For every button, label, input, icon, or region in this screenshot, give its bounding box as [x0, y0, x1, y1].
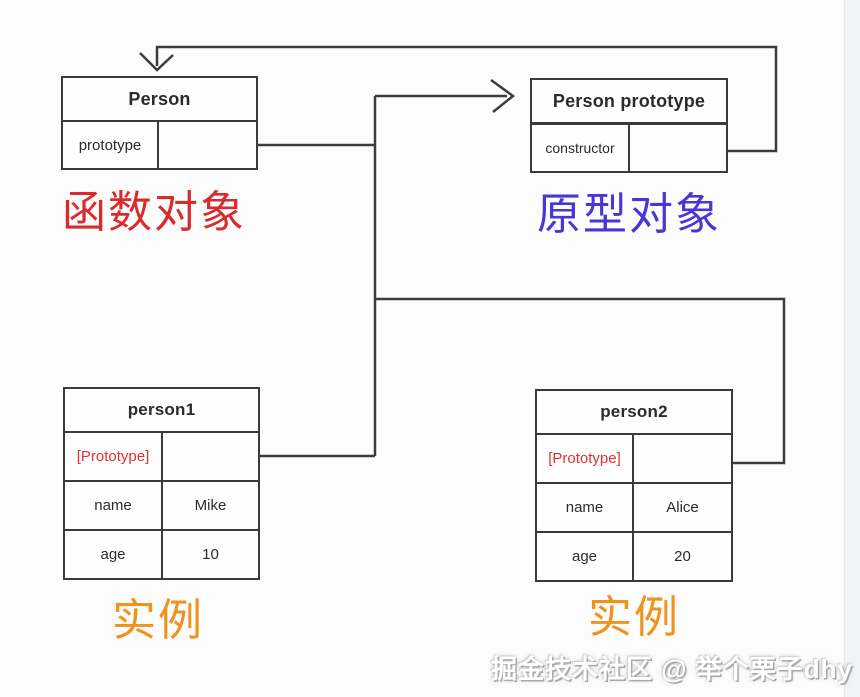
function-prototype-value-cell: [159, 122, 256, 168]
constructor-arrowhead-down-icon: [139, 52, 174, 72]
person2-name-key-cell: name: [537, 484, 634, 531]
constructor-value-cell: [630, 125, 726, 171]
person2-prototype-row: [Prototype]: [537, 435, 731, 484]
constructor-row: constructor: [532, 125, 726, 171]
person1-name-key-cell: name: [65, 482, 163, 529]
person1-name-row: name Mike: [65, 482, 258, 531]
person1-title: person1: [65, 389, 258, 433]
constructor-key-cell: constructor: [532, 125, 630, 171]
person1-age-value-cell: 10: [202, 546, 219, 563]
person2-title: person2: [537, 391, 731, 435]
watermark-text: 掘金技术社区 @ 举个栗子dhy: [490, 654, 853, 684]
function-prototype-key-cell: prototype: [63, 122, 159, 168]
person1-prototype-row: [Prototype]: [65, 433, 258, 482]
function-object-box: Person prototype: [61, 76, 258, 170]
person2-name-value-cell: Alice: [666, 499, 699, 516]
person1-name-value-cell: Mike: [194, 497, 227, 514]
person2-name-row: name Alice: [537, 484, 731, 533]
person2-age-value-cell: 20: [674, 548, 691, 565]
function-object-title: Person: [63, 78, 256, 122]
right-edge-strip: [844, 0, 860, 697]
prototype-object-box: Person prototype constructor: [530, 78, 728, 173]
person1-age-key-cell: age: [65, 531, 163, 578]
function-prototype-row: prototype: [63, 122, 256, 168]
prototype-arrowhead-right-icon: [490, 78, 516, 113]
instance-label-right: 实例: [588, 593, 680, 642]
function-object-label: 函数对象: [62, 188, 246, 237]
prototype-object-title: Person prototype: [532, 80, 726, 125]
person2-age-row: age 20: [537, 533, 731, 580]
person2-prototype-value-cell: [634, 435, 731, 482]
prototype-object-label: 原型对象: [537, 190, 721, 239]
instance-label-left: 实例: [112, 596, 204, 645]
person1-prototype-value-cell: [163, 433, 258, 480]
person2-prototype-key-cell: [Prototype]: [537, 435, 634, 482]
person2-age-key-cell: age: [537, 533, 634, 580]
instance-person1-box: person1 [Prototype] name Mike age 10: [63, 387, 260, 580]
person1-prototype-key-cell: [Prototype]: [65, 433, 163, 480]
instance-person2-box: person2 [Prototype] name Alice age 20: [535, 389, 733, 582]
person1-age-row: age 10: [65, 531, 258, 578]
